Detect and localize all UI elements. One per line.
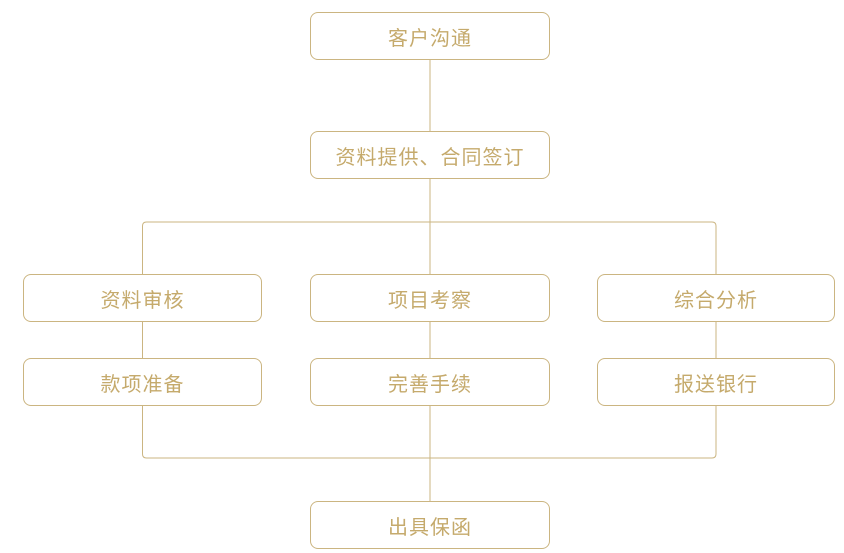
node-material-review: 资料审核 bbox=[23, 274, 262, 322]
node-complete-procedures: 完善手续 bbox=[310, 358, 550, 406]
node-customer-communication: 客户沟通 bbox=[310, 12, 550, 60]
node-materials-contract: 资料提供、合同签订 bbox=[310, 131, 550, 179]
node-funds-preparation: 款项准备 bbox=[23, 358, 262, 406]
node-issue-guarantee: 出具保函 bbox=[310, 501, 550, 549]
node-project-inspection: 项目考察 bbox=[310, 274, 550, 322]
node-submit-to-bank: 报送银行 bbox=[597, 358, 835, 406]
node-comprehensive-analysis: 综合分析 bbox=[597, 274, 835, 322]
